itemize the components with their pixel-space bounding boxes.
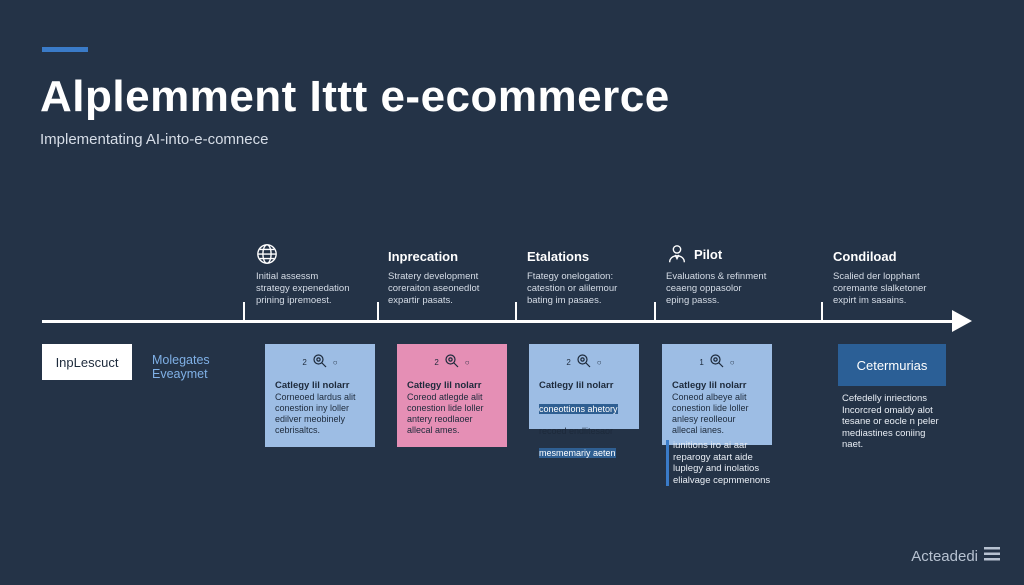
page-subtitle: Implementating AI-into-e-comnece: [40, 131, 269, 148]
globe-icon: [256, 243, 278, 265]
timeline-arrow-icon: [952, 310, 972, 332]
step-marker: ○: [332, 357, 338, 367]
person-icon: [666, 243, 688, 265]
step-number: 2: [566, 357, 571, 367]
phase-card: 1 ○ Catlegy lil nolarr Coneod albeye ali…: [662, 344, 772, 445]
highlighted-line: mesmemariy aeten: [539, 448, 616, 458]
stage-title: Pilot: [694, 247, 723, 262]
card-body: coneottions ahetory recoed endlitesaor m…: [529, 391, 639, 465]
stage-description: Scalied der lopphant coremante slalketon…: [833, 271, 927, 306]
timeline-tick: [654, 302, 656, 320]
step-marker: ○: [729, 357, 735, 367]
phase-card: 2 ○ Catlegy lil nolarr coneottions aheto…: [529, 344, 639, 458]
phase-card: 2 ○ Catlegy lil nolarr Coreod atlegde al…: [397, 344, 507, 447]
stage-1: Initial assessm strategy expenedation pr…: [256, 243, 406, 307]
list-icon: [984, 547, 1000, 565]
brand-name: Acteadedi: [911, 547, 978, 565]
pilot-notes: iunitions iro ai aar reparogy atart aide…: [666, 440, 770, 486]
card-body: Coreod atlegde alit conestion lide lolle…: [407, 392, 484, 435]
timeline-axis: [42, 310, 972, 332]
card-title: Catlegy lil nolarr: [407, 380, 482, 391]
card-title: Catlegy lil nolarr: [275, 380, 350, 391]
title-accent-bar: [42, 47, 88, 52]
stage-4: Pilot Evaluations & refinment ceaeng opp…: [666, 243, 816, 307]
stage-description: Ftategy onelogation: catestion or alilem…: [527, 271, 618, 306]
magnify-gear-icon: [708, 352, 726, 372]
page-title: Alplemment Ittt e-ecommerce: [40, 72, 670, 121]
final-box: Cetermurias: [838, 344, 946, 386]
stage-description: Stratery development coreraiton aseonedl…: [388, 271, 480, 306]
step-marker: ○: [596, 357, 602, 367]
start-label: Molegates Eveaymet: [152, 353, 210, 381]
stage-2: Inprecation Stratery development corerai…: [388, 249, 538, 307]
magnify-gear-icon: [575, 352, 593, 372]
timeline-tick: [821, 302, 823, 320]
card-title: Catlegy lil nolarr: [672, 380, 747, 391]
stage-5: Condiload Scalied der lopphant coremante…: [833, 249, 983, 307]
timeline-tick: [515, 302, 517, 320]
magnify-gear-icon: [311, 352, 329, 372]
stage-description: Evaluations & refinment ceaeng oppasolor…: [666, 271, 767, 306]
timeline-tick: [243, 302, 245, 320]
final-description: Cefedelly inriections Incorcred omaldy a…: [842, 393, 939, 450]
step-number: 1: [699, 357, 704, 367]
brand-watermark: Acteadedi: [911, 547, 1000, 565]
step-number: 2: [302, 357, 307, 367]
start-box: InpLescuct: [42, 344, 132, 380]
timeline-tick: [377, 302, 379, 320]
stage-title: Inprecation: [388, 249, 459, 264]
timeline-line: [42, 320, 962, 323]
highlighted-line: coneottions ahetory: [539, 404, 618, 414]
card-body: Coneod albeye alit conestion lide loller…: [672, 392, 749, 435]
stage-title: Etalations: [527, 249, 590, 264]
stage-3: Etalations Ftategy onelogation: catestio…: [527, 249, 677, 307]
body-line: recoed endlitesaor: [539, 426, 614, 436]
stage-title: Condiload: [833, 249, 897, 264]
phase-card: 2 ○ Catlegy lil nolarr Corneoed lardus a…: [265, 344, 375, 447]
step-number: 2: [434, 357, 439, 367]
card-body: Corneoed lardus alit conestion iny lolle…: [275, 392, 356, 435]
magnify-gear-icon: [443, 352, 461, 372]
step-marker: ○: [464, 357, 470, 367]
card-title: Catlegy lil nolarr: [539, 380, 614, 391]
stage-description: Initial assessm strategy expenedation pr…: [256, 271, 350, 306]
